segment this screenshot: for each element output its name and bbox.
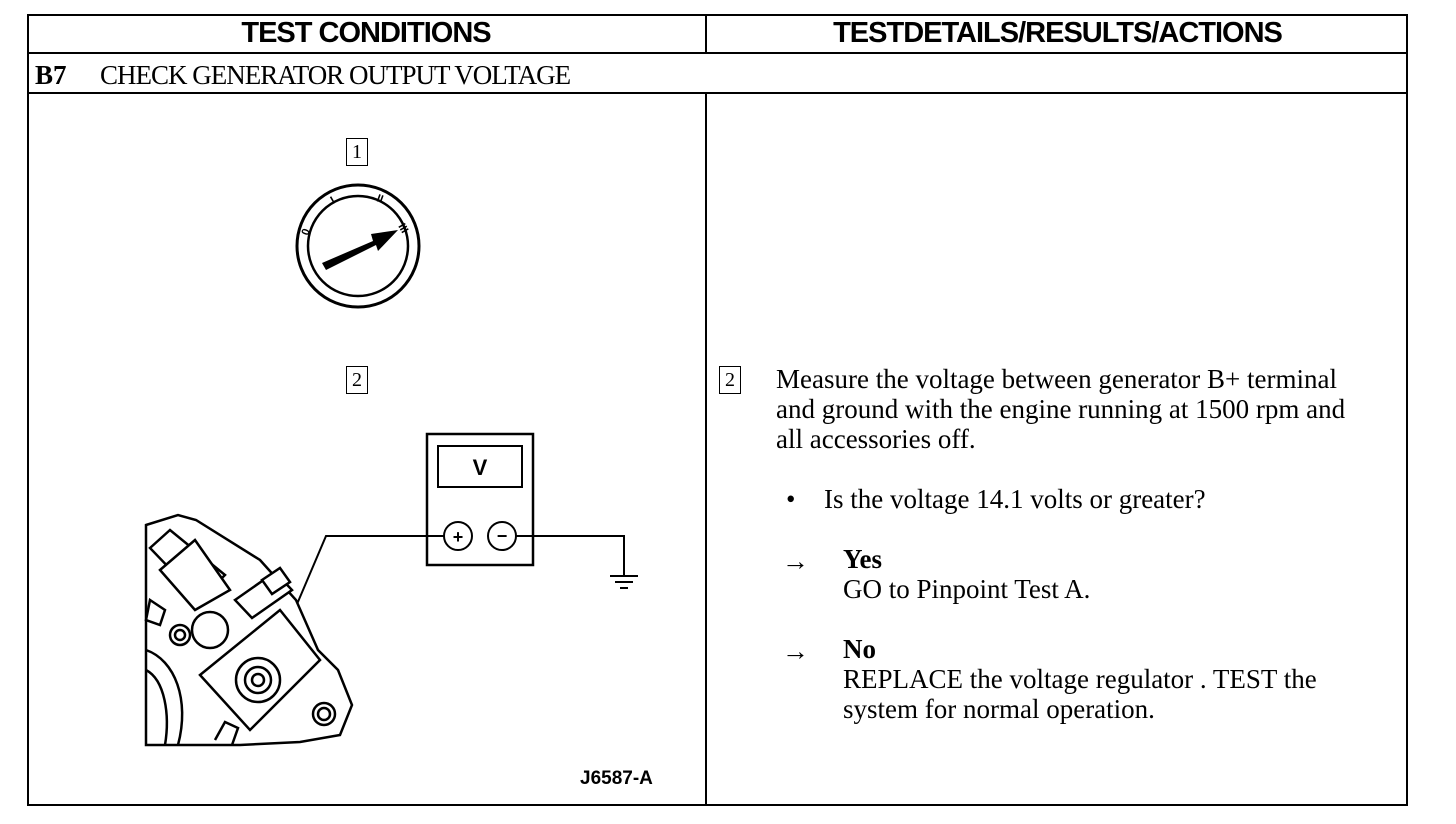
- arrow-icon: →: [782, 546, 809, 576]
- details-callout-2: 2: [719, 366, 741, 394]
- arrow-icon: →: [782, 636, 809, 666]
- meter-symbol: V: [473, 455, 488, 480]
- position-label: I: [329, 195, 338, 207]
- arrow-icon: [322, 230, 398, 270]
- position-label: II: [375, 193, 385, 206]
- callout-1: 1: [346, 138, 368, 166]
- question-row: • Is the voltage 14.1 volts or greater?: [786, 484, 1206, 515]
- position-label: 0: [300, 227, 313, 237]
- divider: [27, 92, 1408, 94]
- figure-id: J6587-A: [580, 768, 653, 789]
- negative-lead: [516, 535, 625, 576]
- minus-terminal-label: −: [497, 526, 508, 546]
- voltmeter-icon: V + −: [425, 432, 535, 567]
- step-title: CHECK GENERATOR OUTPUT VOLTAGE: [100, 59, 571, 90]
- divider: [27, 52, 1408, 54]
- divider: [705, 14, 707, 54]
- yes-action: GO to Pinpoint Test A.: [843, 574, 1091, 604]
- divider: [705, 94, 707, 806]
- table-frame: [27, 14, 1408, 806]
- header-test-conditions: TEST CONDITIONS: [241, 16, 491, 49]
- instruction-text: Measure the voltage between generator B+…: [776, 364, 1346, 454]
- plus-terminal-label: +: [453, 527, 464, 547]
- ground-icon: [610, 575, 638, 589]
- header-test-details: TESTDETAILS/RESULTS/ACTIONS: [833, 16, 1283, 49]
- bullet: •: [786, 484, 796, 514]
- callout-2: 2: [346, 366, 368, 394]
- generator-icon: [144, 513, 354, 747]
- step-heading: B7 CHECK GENERATOR OUTPUT VOLTAGE: [35, 58, 571, 92]
- yes-label: Yes: [843, 544, 882, 574]
- ignition-switch-icon: 0 I II III: [295, 183, 421, 309]
- step-id: B7: [35, 59, 67, 90]
- no-action: REPLACE the voltage regulator . TEST the…: [843, 664, 1317, 724]
- question-text: Is the voltage 14.1 volts or greater?: [824, 484, 1206, 514]
- no-label: No: [843, 634, 876, 664]
